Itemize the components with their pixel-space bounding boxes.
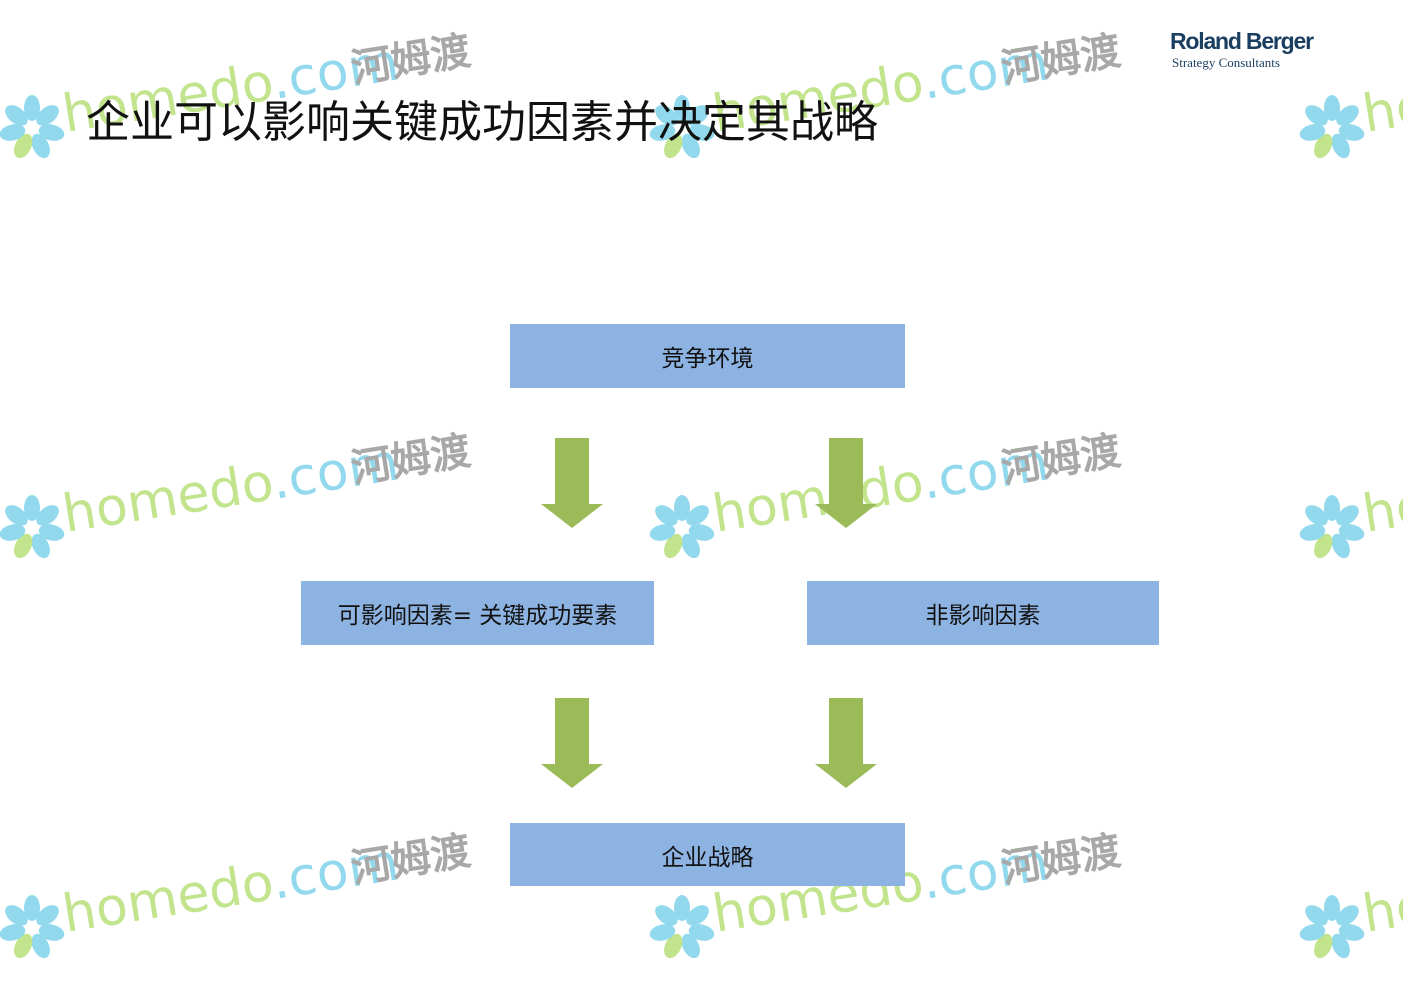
- down-arrow-icon: [541, 698, 603, 788]
- svg-text:河姆渡: 河姆渡: [998, 428, 1124, 492]
- svg-text:homedo.com: homedo.com: [709, 433, 1053, 545]
- corporate-strategy-box: 企业战略: [510, 823, 905, 886]
- watermark: homedo.com 河姆渡: [0, 800, 500, 970]
- svg-text:homedo.com: homedo.com: [59, 833, 403, 945]
- watermark: homedo.com 河姆渡: [649, 400, 1150, 570]
- slide-title: 企业可以影响关键成功因素并决定其战略: [86, 97, 878, 148]
- watermark: homedo.com 河姆渡: [0, 400, 500, 570]
- logo-subtitle: Strategy Consultants: [1172, 55, 1280, 70]
- logo-name: Roland Berger: [1170, 28, 1314, 54]
- svg-text:homedo: homedo: [1359, 852, 1403, 944]
- svg-text:河姆渡: 河姆渡: [348, 28, 474, 92]
- competitive-environment-box: 竞争环境: [510, 324, 905, 388]
- svg-text:河姆渡: 河姆渡: [998, 28, 1124, 92]
- svg-text:homedo: homedo: [1359, 52, 1403, 144]
- down-arrow-icon: [541, 438, 603, 528]
- watermark: homedo: [1299, 0, 1403, 170]
- watermark: homedo: [1299, 800, 1403, 970]
- svg-text:河姆渡: 河姆渡: [348, 828, 474, 892]
- non-influenceable-factors-box: 非影响因素: [807, 581, 1159, 645]
- svg-text:homedo: homedo: [1359, 452, 1403, 544]
- down-arrow-icon: [815, 698, 877, 788]
- svg-text:河姆渡: 河姆渡: [348, 428, 474, 492]
- down-arrow-icon: [815, 438, 877, 528]
- influenceable-factors-box: 可影响因素= 关键成功要素: [301, 581, 654, 645]
- watermark: homedo: [1299, 400, 1403, 570]
- roland-berger-logo: Roland Berger Strategy Consultants: [1170, 28, 1330, 76]
- flower-icon: [0, 95, 65, 159]
- svg-text:homedo.com: homedo.com: [59, 433, 403, 545]
- svg-text:河姆渡: 河姆渡: [998, 828, 1124, 892]
